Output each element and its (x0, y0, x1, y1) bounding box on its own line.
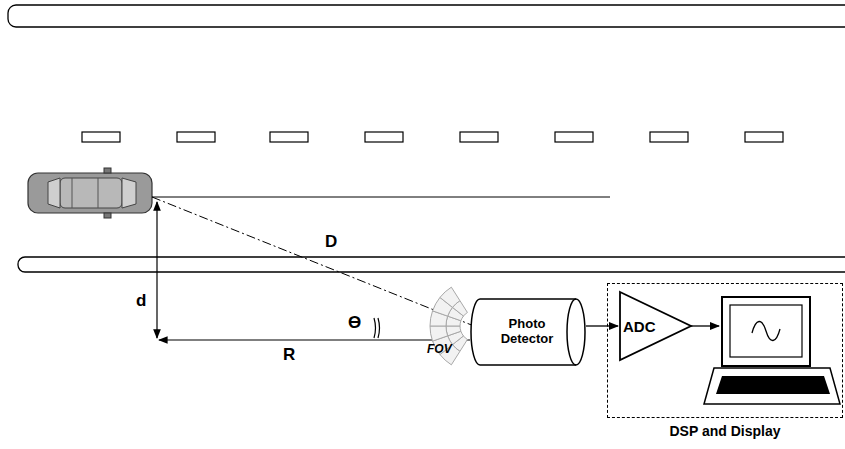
lane-dash (555, 132, 593, 142)
node-text: Photo Detector (482, 317, 572, 347)
signal-arrow (586, 325, 618, 326)
line-of-sight (152, 197, 474, 326)
angle-arc (374, 318, 376, 338)
fov-label: FOV (427, 343, 452, 355)
lane-dash (745, 132, 783, 142)
adc-output-arrow (690, 325, 719, 326)
distance-label: D (325, 233, 337, 250)
lane-dash (177, 132, 215, 142)
node-text: DSP and Display (608, 423, 842, 439)
car (28, 168, 152, 218)
dsp-display-box: DSP and DisplayADC (607, 283, 843, 418)
lane-markings (82, 132, 783, 142)
laptop (704, 297, 840, 404)
distance-label: d (136, 292, 146, 309)
road-border (8, 5, 845, 27)
fov-segment (440, 287, 460, 307)
distance-label: R (283, 346, 295, 363)
node-text: ADC (623, 318, 656, 335)
lane-dash (365, 132, 403, 142)
adc-triangle: ADC (619, 291, 692, 361)
angle-label: ϴ (348, 314, 361, 331)
distance-d-arrow (156, 202, 157, 338)
fov-segment (446, 326, 461, 336)
lane-dash (82, 132, 120, 142)
photo-detector: Photo Detector (470, 298, 586, 366)
fov-segment (430, 326, 448, 341)
road-border (18, 257, 845, 272)
lane-dash (650, 132, 688, 142)
angle-arc (378, 318, 380, 338)
distance-r-line (159, 339, 470, 340)
lane-dash (460, 132, 498, 142)
lane-dash (270, 132, 308, 142)
car-line (152, 197, 610, 198)
